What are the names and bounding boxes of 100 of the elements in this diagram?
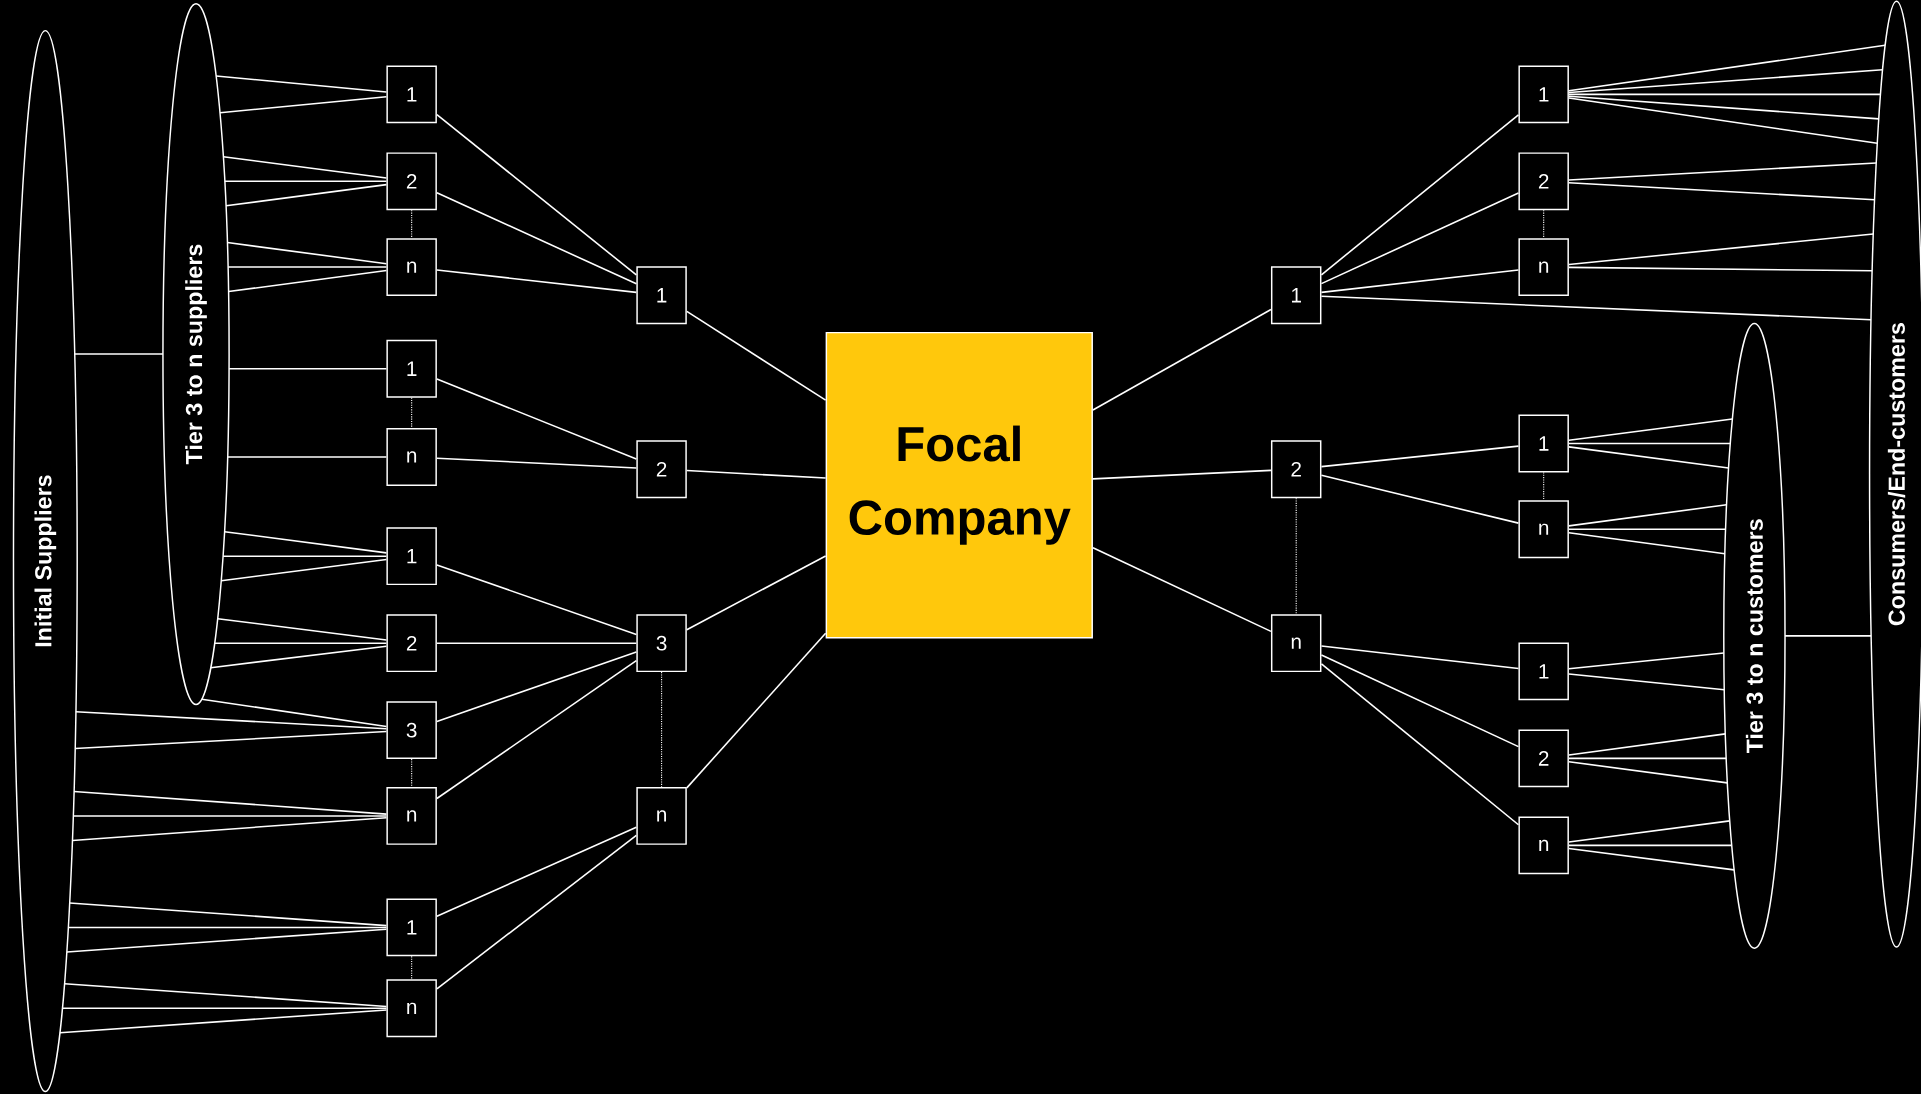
connector-line (1320, 269, 1520, 294)
connector-line (215, 75, 388, 93)
connector-line (66, 928, 388, 953)
connector-line (1568, 757, 1728, 760)
connector-line (74, 730, 388, 750)
connector-line (61, 1007, 388, 1010)
connector-line (223, 530, 388, 554)
tier-box: 1 (1518, 642, 1569, 701)
tier-box: 1 (1518, 414, 1569, 473)
dotted-line (411, 955, 413, 980)
tier-box: n (386, 428, 437, 486)
connector-line (1784, 635, 1872, 637)
tier-box: 2 (386, 614, 437, 673)
connector-line (227, 266, 388, 268)
dotted-line (411, 397, 413, 429)
connector-line (686, 310, 827, 401)
connector-line (1092, 469, 1272, 480)
tier-box: n (1270, 614, 1322, 673)
connector-line (1320, 445, 1520, 468)
connector-line (71, 816, 388, 842)
tier-box: 1 (386, 339, 437, 398)
connector-line (73, 790, 388, 815)
connector-line (1320, 192, 1520, 285)
tier-box: n (386, 979, 437, 1038)
connector-line (436, 659, 638, 800)
connector-line (213, 642, 388, 644)
tier-box: n (386, 787, 437, 845)
dotted-line (411, 209, 413, 239)
connector-line (1568, 760, 1729, 784)
connector-line (436, 269, 638, 294)
connector-line (1568, 69, 1884, 94)
dotted-line (661, 671, 663, 788)
connector-line (1568, 233, 1875, 266)
connector-line (436, 642, 638, 644)
connector-line (1568, 95, 1880, 120)
tier-box: 1 (636, 266, 687, 325)
dotted-line (1295, 497, 1297, 615)
connector-line (63, 982, 388, 1008)
connector-line (225, 183, 388, 207)
tier-box: 3 (386, 701, 437, 760)
connector-line (436, 457, 638, 469)
connector-line (68, 902, 388, 927)
connector-line (220, 558, 388, 582)
connector-line (436, 834, 638, 990)
connector-line (1568, 181, 1876, 201)
focal-company-box: Focal Company (825, 331, 1093, 639)
connector-line (222, 156, 388, 179)
connector-line (1568, 733, 1727, 756)
connector-line (1568, 847, 1735, 871)
connector-line (216, 617, 388, 641)
tier-box: 2 (1518, 729, 1569, 788)
connector-line (1568, 418, 1734, 441)
tier-box: 3 (636, 614, 687, 673)
tier-box: n (636, 787, 687, 845)
tier-box: 2 (1270, 440, 1322, 499)
connector-line (1568, 503, 1728, 527)
tier-box: 1 (1518, 65, 1569, 124)
connector-line (1568, 93, 1882, 96)
connector-line (436, 651, 638, 723)
connector-line (1568, 820, 1731, 843)
dotted-line (411, 758, 413, 788)
tier-box: 1 (386, 65, 437, 124)
connector-line (1568, 528, 1727, 531)
connector-line (1320, 645, 1520, 670)
connector-line (1320, 474, 1520, 524)
connector-line (228, 367, 388, 370)
connector-line (1568, 652, 1725, 670)
connector-line (686, 632, 827, 789)
connector-line (67, 926, 388, 929)
connector-line (209, 645, 388, 669)
connector-line (1320, 654, 1520, 748)
connector-line (226, 241, 388, 265)
connector-line (1092, 546, 1272, 633)
connector-line (226, 456, 388, 458)
connector-line (1568, 44, 1886, 92)
connector-line (1568, 97, 1879, 145)
connector-line (1568, 266, 1873, 272)
tier-box: 2 (386, 152, 437, 211)
connector-line (222, 555, 388, 557)
tier-box: 1 (386, 527, 437, 586)
connector-line (73, 353, 164, 355)
connector-line (1320, 295, 1872, 321)
connector-line (1320, 114, 1520, 276)
connector-line (436, 378, 638, 460)
connector-line (1568, 673, 1726, 691)
tier-box: 2 (636, 440, 687, 499)
dotted-line (1543, 209, 1545, 239)
connector-line (1568, 162, 1877, 181)
tier-box: n (1518, 500, 1569, 559)
connector-line (436, 826, 638, 917)
tier-box: 1 (1270, 266, 1322, 325)
connector-line (686, 469, 827, 479)
tier-box: n (1518, 816, 1569, 875)
connector-line (72, 815, 388, 817)
connector-line (1568, 442, 1732, 445)
connector-line (1092, 308, 1272, 411)
connector-line (219, 95, 388, 114)
connector-line (224, 180, 388, 183)
connector-line (1568, 844, 1733, 847)
connector-line (59, 1009, 388, 1034)
